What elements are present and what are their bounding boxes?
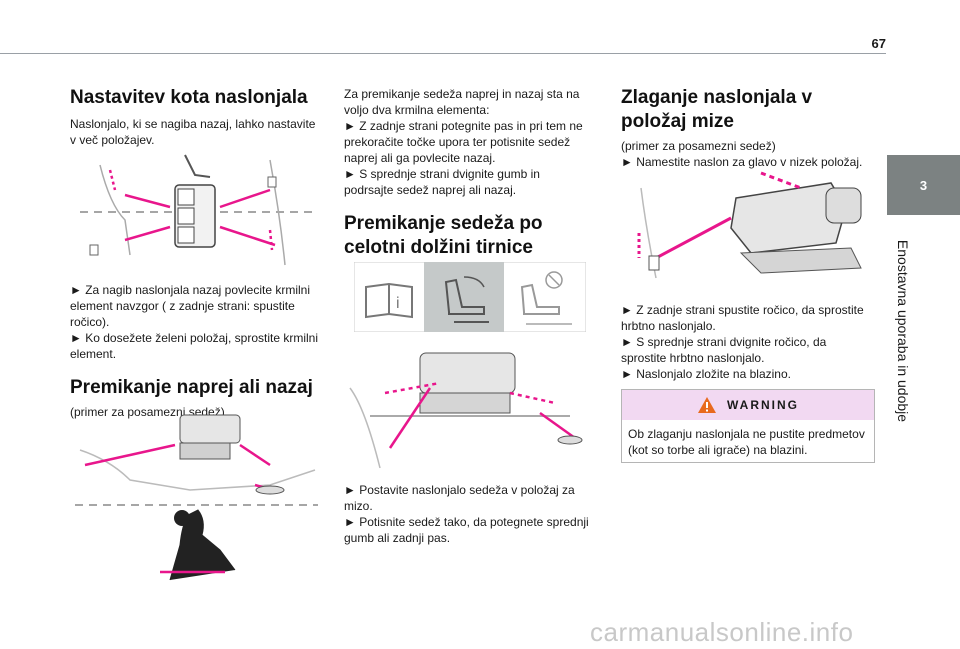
step-text: ► Za nagib naslonjala nazaj povlecite kr… [70, 283, 310, 329]
control-button [177, 188, 195, 206]
step-text: ► Z zadnje strani spustite ročico, da sp… [621, 303, 864, 333]
page-number: 67 [871, 36, 886, 51]
column-1-steps: ► Za nagib naslonjala nazaj povlecite kr… [70, 282, 320, 420]
column-3-steps: ► Z zadnje strani spustite ročico, da sp… [621, 302, 873, 382]
seat-recline-icon [444, 276, 489, 323]
watermark: carmanualsonline.info [590, 617, 854, 647]
warning-triangle-icon [698, 397, 716, 413]
intro-text: Za premikanje sedeža naprej in nazaj sta… [344, 87, 580, 117]
heading-forward-backward: Premikanje naprej ali nazaj [70, 377, 313, 398]
column-3: Zlaganje naslonjala v položaj mize (prim… [621, 86, 873, 170]
book-info-icon: i [365, 282, 413, 319]
car-floor-sketch [79, 449, 316, 491]
seat-sketch-left [99, 164, 131, 256]
pink-arrows [384, 381, 576, 449]
svg-text:i: i [396, 295, 400, 312]
seat-mini-icon [184, 154, 211, 178]
control-button [177, 226, 195, 244]
seat-base-sketch [179, 442, 231, 460]
heading-backrest-angle: Nastavitev kota naslonjala [70, 87, 308, 108]
car-wall-sketch [349, 387, 381, 469]
lever-icon [267, 176, 277, 188]
header-divider [0, 53, 886, 54]
warning-header: WARNING [622, 390, 874, 420]
step-text: ► S sprednje strani dvignite ročico, da … [621, 335, 827, 365]
seat-base-sketch [419, 392, 511, 414]
column-2: Za premikanje sedeža naprej in nazaj sta… [344, 86, 592, 260]
step-text: ► Postavite naslonjalo sedeža v položaj … [344, 483, 575, 513]
column-2-steps: ► Postavite naslonjalo sedeža v položaj … [344, 482, 592, 546]
seat-sketch-right [269, 159, 286, 266]
column-1: Nastavitev kota naslonjala Naslonjalo, k… [70, 86, 320, 148]
seat-sketch [179, 414, 241, 444]
knob-sketch [255, 485, 285, 495]
headrest-sketch [825, 187, 862, 224]
step-text: ► Ko dosežete želeni položaj, sprostite … [70, 331, 318, 361]
knob-sketch [557, 435, 583, 445]
pink-arrows [108, 169, 276, 251]
lever-icon [89, 244, 99, 256]
lever-icon [648, 255, 660, 271]
heading-table-position: Zlaganje naslonjala v položaj mize [621, 87, 813, 132]
step-text: ► S sprednje strani dvignite gumb in pod… [344, 167, 540, 197]
icon-strip: i [354, 262, 586, 332]
note-text: (primer za posamezni sedež) [621, 139, 776, 153]
step-text: ► Namestite naslon za glavo v nizek polo… [621, 155, 863, 169]
warning-text: Ob zlaganju naslonjala ne pustite predme… [628, 427, 865, 457]
step-text: ► Potisnite sedež tako, da potegnete spr… [344, 515, 589, 545]
highlight-panel [424, 262, 504, 332]
step-text: ► Z zadnje strani potegnite pas in pri t… [344, 119, 583, 165]
person-head [174, 510, 190, 526]
fold-backrest-figure [637, 171, 862, 279]
warning-title: WARNING [727, 398, 799, 412]
chapter-label: Enostavna uporaba in udobje [888, 226, 918, 436]
folded-backrest-sketch [730, 182, 847, 254]
heading-full-rail: Premikanje sedeža po celotni dolžini tir… [344, 213, 543, 258]
person-seated-icon [169, 509, 236, 581]
no-seat-icon [520, 271, 572, 325]
full-rail-figure [349, 352, 583, 469]
pink-arrows [637, 171, 802, 260]
chapter-tab[interactable]: 3 [887, 155, 960, 215]
intro-text: Naslonjalo, ki se nagiba nazaj, lahko na… [70, 117, 316, 147]
seat-folded-sketch [419, 352, 516, 394]
seat-base-sketch [739, 247, 862, 274]
warning-box: WARNING Ob zlaganju naslonjala ne pustit… [621, 389, 875, 463]
seat-slide-figure [75, 414, 318, 581]
chapter-label-text: Enostavna uporaba in udobje [895, 239, 911, 423]
step-text: ► Naslonjalo zložite na blazino. [621, 367, 791, 381]
backrest-angle-figure [80, 154, 315, 266]
control-button [177, 207, 195, 225]
